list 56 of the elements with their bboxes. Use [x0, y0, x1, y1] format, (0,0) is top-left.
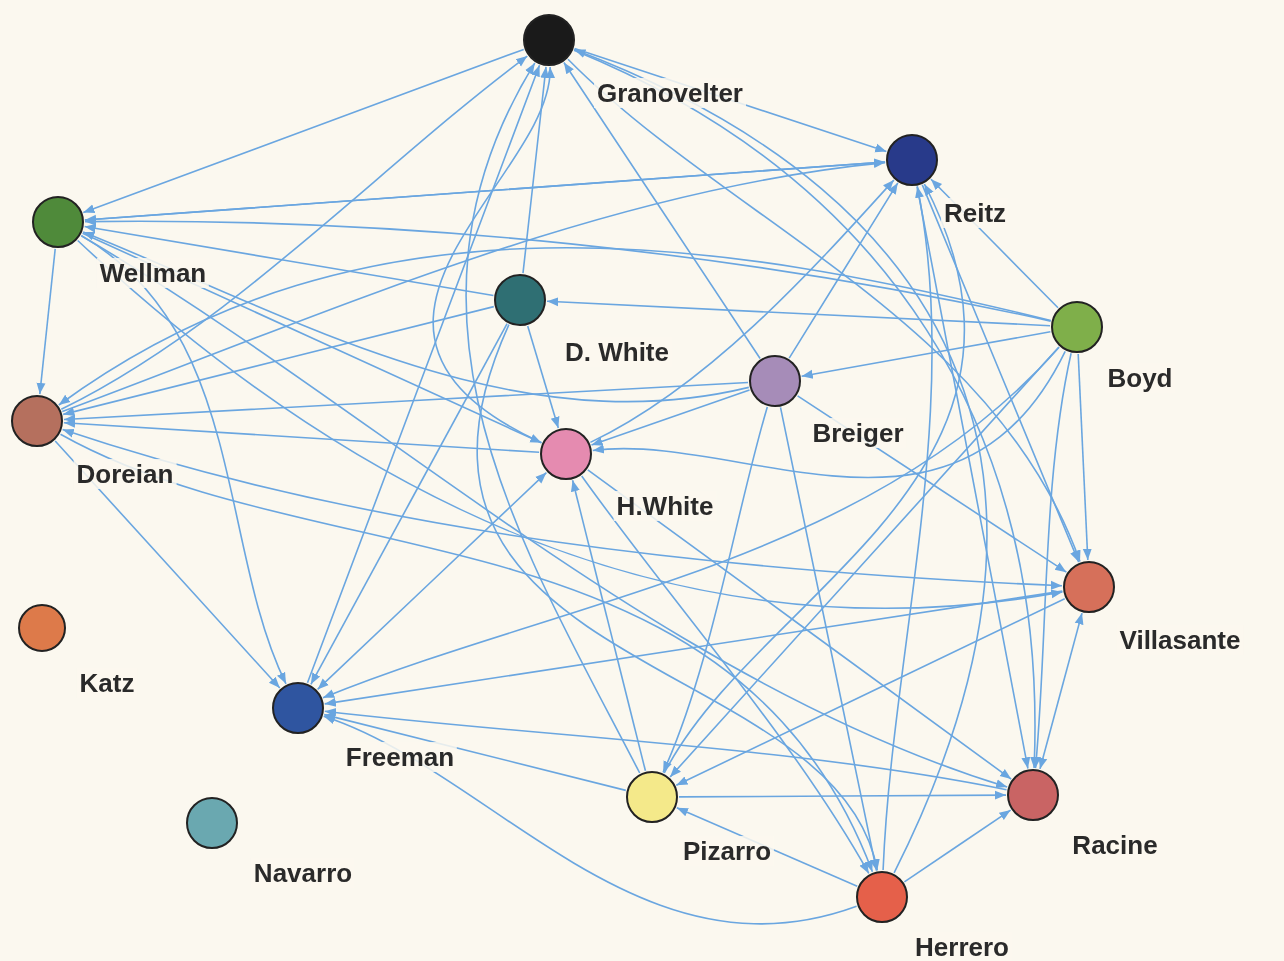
arrow	[83, 223, 495, 297]
arrow	[522, 66, 550, 274]
arrow	[563, 61, 761, 360]
arrow	[82, 231, 750, 403]
arrow	[36, 248, 56, 395]
arrow	[60, 55, 529, 410]
arrow	[59, 433, 874, 873]
arrow	[80, 234, 1008, 788]
arrow	[310, 322, 508, 686]
arrow	[323, 713, 627, 792]
arrow	[573, 49, 1039, 769]
arrow	[903, 809, 1012, 883]
arrow	[82, 48, 525, 214]
arrow	[306, 64, 541, 684]
arrow	[546, 297, 1051, 327]
arrow	[567, 58, 1081, 563]
arrow	[58, 247, 1052, 406]
arrow	[662, 406, 769, 774]
arrow	[322, 346, 1060, 699]
arrow	[316, 471, 548, 691]
arrow	[324, 708, 1008, 791]
node-label: Wellman	[96, 258, 210, 288]
arrow	[916, 185, 1031, 770]
arrow	[675, 597, 1066, 787]
arrow	[921, 184, 1080, 563]
arrow	[678, 790, 1007, 800]
arrow	[465, 62, 641, 774]
node-label: Granovelter	[594, 78, 746, 108]
arrow	[580, 475, 870, 875]
arrow	[779, 406, 879, 872]
arrow	[587, 469, 1012, 780]
arrow	[590, 389, 751, 446]
arrow	[571, 479, 647, 772]
arrow	[1077, 353, 1092, 561]
arrow	[669, 346, 1060, 778]
arrow	[432, 66, 553, 444]
arrow	[84, 217, 1052, 322]
arrow	[800, 331, 1052, 379]
arrow	[477, 323, 879, 872]
arrow	[323, 590, 1064, 707]
arrow	[63, 418, 540, 454]
arrow	[54, 440, 281, 689]
arrow	[882, 185, 933, 871]
arrow	[573, 48, 988, 874]
arrow	[322, 715, 858, 925]
arrow	[62, 305, 495, 417]
node-label: Doreian	[73, 459, 177, 489]
arrow	[526, 325, 560, 429]
arrow	[63, 381, 749, 424]
arrow	[61, 428, 1063, 590]
arrow	[76, 239, 1064, 610]
arrow	[589, 179, 895, 444]
arrow	[1038, 612, 1084, 770]
arrow	[663, 183, 965, 774]
arrow	[592, 350, 1066, 478]
arrow	[788, 182, 899, 359]
